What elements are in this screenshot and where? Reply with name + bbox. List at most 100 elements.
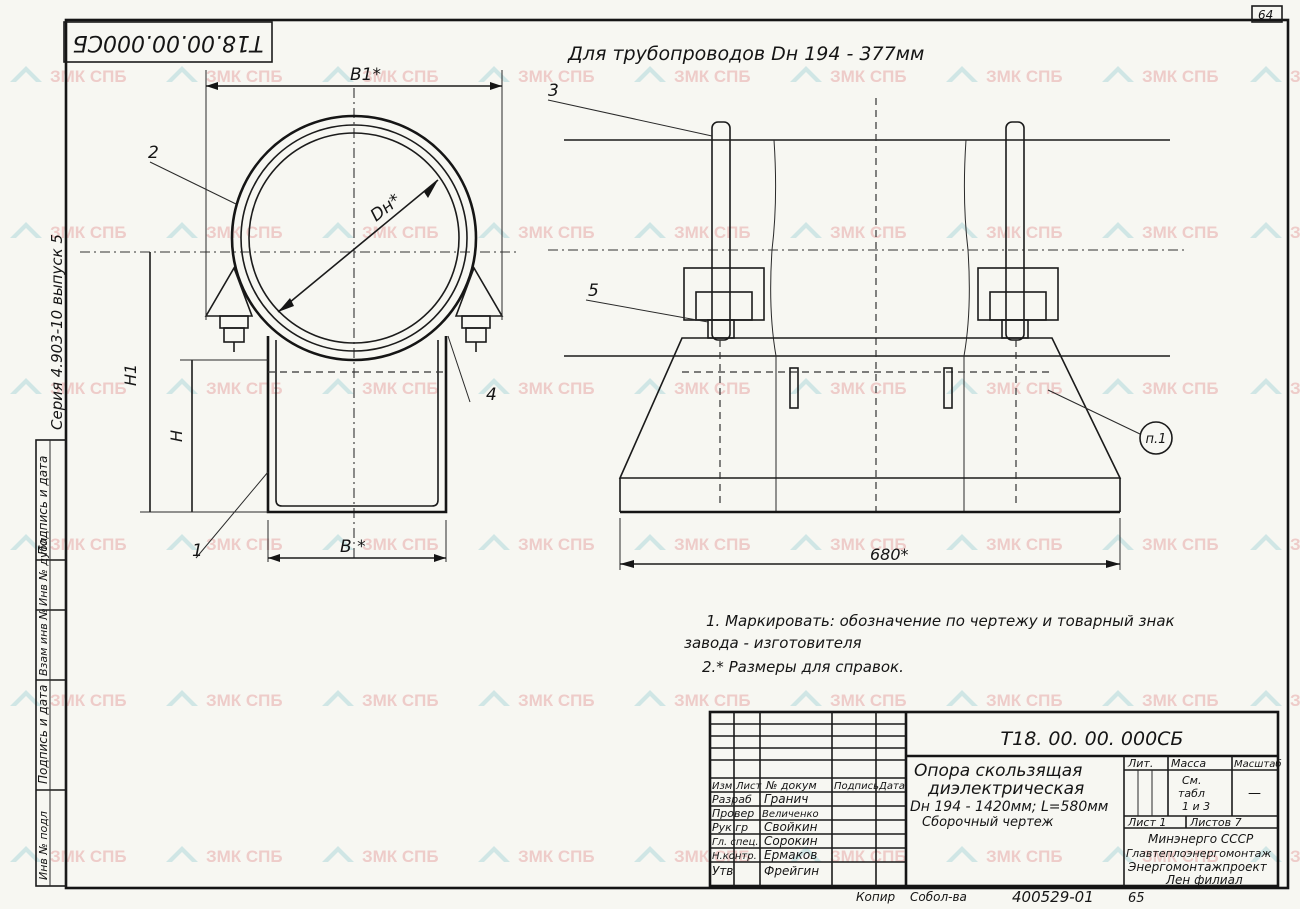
watermark-logo-icon	[634, 846, 666, 862]
clamp-bracket-right-inner	[989, 291, 1047, 321]
watermark-logo-icon	[478, 378, 510, 394]
tb-mass-label: Масса	[1171, 757, 1206, 770]
watermark-logo-icon	[166, 846, 198, 862]
watermark-text: ЗМК СПБ	[206, 223, 283, 242]
tb-org-line: Главтеплоэнергомонтаж	[1126, 847, 1271, 860]
tb-scale-value: —	[1248, 786, 1261, 801]
watermark-logo-icon	[1102, 690, 1134, 706]
watermark-logo-icon	[1250, 690, 1282, 706]
watermark-text: ЗМК СПБ	[674, 67, 751, 86]
leader-2	[149, 161, 237, 205]
tb-header-signature: Подпись	[834, 781, 879, 792]
page-number: 64	[1258, 8, 1273, 22]
watermark-logo-icon	[1102, 66, 1134, 82]
watermark-logo-icon	[946, 534, 978, 550]
side-field-signature-2: Подпись и дата	[36, 685, 50, 784]
watermark-text: ЗМК СПБ	[362, 379, 439, 398]
watermark-text: ЗМК СПБ	[50, 535, 127, 554]
watermark-logo-icon	[322, 66, 354, 82]
support-trapezoid	[618, 337, 1122, 479]
callout-3: 3	[548, 81, 559, 101]
dim-b: В *	[340, 537, 366, 557]
watermark-logo-icon	[166, 534, 198, 550]
watermark-logo-icon	[634, 378, 666, 394]
side-field-signature-1: Подпись и дата	[36, 456, 50, 555]
callout-1: 1	[192, 541, 203, 561]
tb-header-date: Дата	[878, 781, 905, 792]
pipe-circle	[248, 132, 460, 344]
side-field-dup-inv: Инв № дубл	[37, 538, 50, 606]
watermark-text: ЗМК СПБ	[1290, 691, 1300, 710]
watermark-text: ЗМК СПБ	[518, 535, 595, 554]
arrowhead	[620, 560, 634, 568]
title-block-frame	[708, 710, 1280, 888]
watermark-logo-icon	[1250, 222, 1282, 238]
side-field-replace-inv: Взам инв №	[37, 608, 50, 676]
watermark-logo-icon	[10, 690, 42, 706]
clamp-inner-ring	[240, 124, 468, 352]
clamp-outer-ring	[230, 114, 478, 362]
watermark-logo-icon	[946, 846, 978, 862]
watermark-logo-icon	[634, 66, 666, 82]
break-line	[963, 139, 970, 512]
watermark-text: ЗМК СПБ	[830, 379, 907, 398]
tb-person: Фрейгин	[764, 864, 819, 878]
watermark-logo-icon	[946, 378, 978, 394]
page-number-box	[1251, 5, 1283, 23]
cross-section-view	[80, 70, 520, 562]
note-leader	[1047, 389, 1141, 435]
watermark-logo-icon	[790, 66, 822, 82]
tb-name-line-1: Опора скользящая	[914, 761, 1082, 781]
watermark-logo-icon	[322, 378, 354, 394]
side-strip	[35, 439, 67, 887]
watermark-text: ЗМК СПБ	[206, 67, 283, 86]
dim-dn: Dн*	[367, 190, 405, 226]
watermark-text: ЗМК СПБ	[518, 847, 595, 866]
footer-copied: Копир	[856, 890, 896, 904]
watermark-text: ЗМК СПБ	[1142, 535, 1219, 554]
watermark-text: ЗМК СПБ	[674, 379, 751, 398]
watermark-logo-icon	[10, 846, 42, 862]
watermark-text: ЗМК СПБ	[362, 535, 439, 554]
watermark-text: ЗМК СПБ	[830, 691, 907, 710]
footer-number: 400529-01	[1012, 888, 1094, 906]
watermark-text: ЗМК СПБ	[50, 847, 127, 866]
leader-1	[195, 471, 269, 559]
tb-role: Гл. спец.	[712, 837, 759, 848]
watermark-logo-icon	[166, 222, 198, 238]
footer-format: 65	[1128, 891, 1145, 906]
note-ref-circle	[1139, 421, 1173, 455]
watermark-text: ЗМК СПБ	[986, 379, 1063, 398]
arrowhead	[268, 554, 280, 562]
watermark-logo-icon	[478, 690, 510, 706]
watermark-text: ЗМК СПБ	[674, 691, 751, 710]
tb-designation: Т18. 00. 00. 000СБ	[1001, 728, 1184, 750]
watermark-logo-icon	[166, 690, 198, 706]
watermark-logo-icon	[322, 690, 354, 706]
right-nut	[461, 315, 491, 329]
tb-role: Провер	[712, 807, 754, 820]
watermark-text: ЗМК СПБ	[830, 535, 907, 554]
leader-4	[447, 335, 471, 403]
watermark-logo-icon	[166, 66, 198, 82]
callout-2: 2	[148, 143, 159, 163]
watermark-logo-icon	[790, 690, 822, 706]
tb-org-line: Минэнерго СССР	[1148, 832, 1254, 846]
watermark-text: ЗМК СПБ	[50, 67, 127, 86]
watermark-text: ЗМК СПБ	[986, 535, 1063, 554]
tb-header-sheet: Лист	[735, 781, 763, 792]
watermark-text: ЗМК СПБ	[1290, 67, 1300, 86]
arrowhead	[1106, 560, 1120, 568]
watermark-logo-icon	[1102, 222, 1134, 238]
watermark-text: ЗМК СПБ	[1142, 223, 1219, 242]
arrowhead	[278, 298, 294, 312]
watermark-logo-icon	[478, 66, 510, 82]
side-field-orig-inv: Инв № подл	[37, 811, 50, 880]
tb-name-line-4: Сборочный чертеж	[922, 815, 1054, 830]
watermark-logo-icon	[790, 846, 822, 862]
watermark-logo-icon	[1102, 846, 1134, 862]
watermark-text: ЗМК СПБ	[986, 67, 1063, 86]
title-block	[708, 710, 1280, 888]
